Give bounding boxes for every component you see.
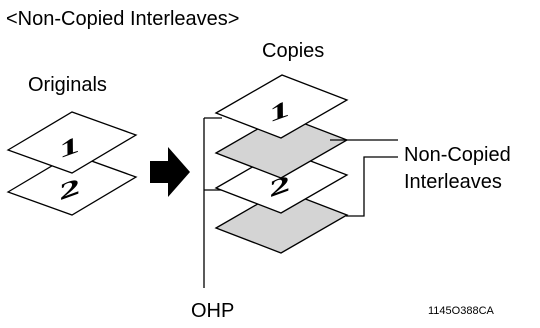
originals-label: Originals [28, 74, 107, 96]
ohp-label: OHP [191, 300, 234, 322]
original-sheet-1: 1 [6, 111, 138, 174]
interleaves-leader [330, 139, 398, 217]
figure-code: 1145O388CA [428, 305, 495, 317]
right-arrow-icon [150, 147, 190, 197]
ohp-bracket [203, 117, 222, 288]
interleaves-label-line1: Non-Copied [404, 144, 511, 166]
interleaves-label-line2: Interleaves [404, 171, 502, 193]
diagram-title: <Non-Copied Interleaves> [6, 8, 239, 30]
original-sheet-2: 2 [6, 153, 138, 216]
copy-sheet-1: 1 [214, 74, 349, 139]
copies-label: Copies [262, 40, 324, 62]
